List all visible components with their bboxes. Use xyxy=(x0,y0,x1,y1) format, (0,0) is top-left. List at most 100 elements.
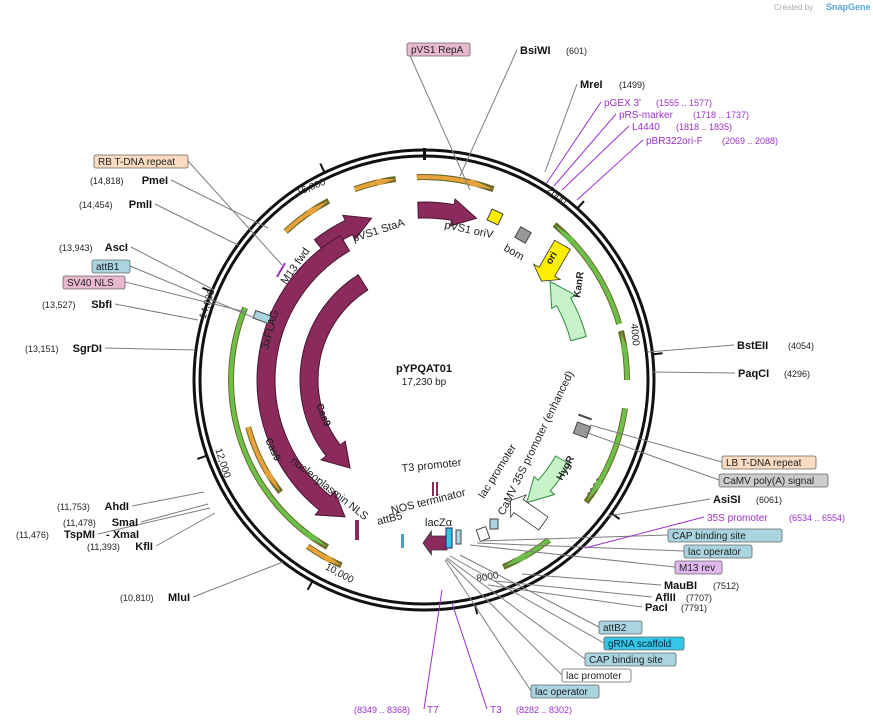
site-leader-line xyxy=(561,125,630,191)
flag-leader-line xyxy=(479,534,669,542)
site-name: PmeI xyxy=(142,175,168,187)
orf-arrow-orange xyxy=(416,174,494,190)
plasmid-name: pYPQAT01 xyxy=(396,363,452,375)
feature-bom xyxy=(514,226,532,244)
scale-tick-mark xyxy=(610,512,621,520)
site-leader-line xyxy=(607,498,711,517)
flag-box xyxy=(561,668,632,683)
site-name: pBR322ori-F xyxy=(646,136,703,147)
orf-arrow-green xyxy=(621,330,630,380)
site-name: T3 xyxy=(490,705,502,716)
site-leader-line xyxy=(451,602,488,710)
flag-leader-line xyxy=(584,431,720,481)
feature-label-nos-terminator: NOS terminator xyxy=(390,487,467,517)
feature-attb-marker xyxy=(455,529,462,545)
feature-pvs1-oriv-marker xyxy=(486,208,504,226)
flag-label: lac operator xyxy=(688,547,741,558)
site-bsiwi: BsiWI(601) xyxy=(459,45,587,177)
site-name: SmaI xyxy=(112,517,138,529)
site-pgex-3: pGEX 3'(1555 .. 1577) xyxy=(545,98,712,185)
flag-box xyxy=(93,154,189,169)
flag-box xyxy=(674,560,723,575)
site-smai: SmaI(11,478) xyxy=(63,503,209,529)
site-pmei: PmeI(14,818) xyxy=(90,175,269,229)
flag-grna-scaffold: gRNA scaffold xyxy=(449,555,685,651)
site-leader-line xyxy=(521,573,662,586)
site-mlui: MluI(10,810) xyxy=(120,561,284,604)
site-position: (4296) xyxy=(784,369,810,379)
site-asisi: AsiSI (6061) xyxy=(607,494,782,517)
site-leader-line xyxy=(114,303,199,321)
site-leader-line xyxy=(192,561,284,598)
site-name: PmlI xyxy=(129,199,152,211)
site-leader-line xyxy=(104,347,195,351)
flag-box xyxy=(584,652,677,667)
site-position: (601) xyxy=(566,46,587,56)
site-leader-line xyxy=(544,83,578,173)
site-leader-line xyxy=(647,344,735,353)
site-name: PacI xyxy=(645,602,668,614)
site-leader-line xyxy=(494,580,653,598)
site-paqci: PaqCI (4296) xyxy=(652,368,810,380)
site-name: BstEII xyxy=(737,340,768,352)
site-paci: PacI(7791) xyxy=(487,584,707,614)
site-position: (1499) xyxy=(619,80,645,90)
feature-attb1 xyxy=(252,309,272,325)
flag-lb-t-dna-repeat: LB T-DNA repeat xyxy=(589,424,817,470)
flag-leader-line xyxy=(124,281,247,313)
flag-label: CAP binding site xyxy=(589,655,663,666)
site-name: AsiSI xyxy=(713,494,741,506)
site-position: (1555 .. 1577) xyxy=(656,98,712,108)
site-pbr322ori-f: pBR322ori-F (2069 .. 2088) xyxy=(576,136,778,201)
flag-box xyxy=(603,636,685,651)
feature-label-t3-promoter: T3 promoter xyxy=(401,457,462,475)
orf-arrow-orange xyxy=(353,179,396,192)
flag-box xyxy=(406,42,471,57)
site-labels: BsiWI(601)MreI(1499)pGEX 3'(1555 .. 1577… xyxy=(16,45,845,716)
watermark-snapgene: SnapGene xyxy=(826,2,871,12)
site-position: (13,943) xyxy=(59,243,93,253)
site-leader-line xyxy=(130,246,215,291)
flag-label: LB T-DNA repeat xyxy=(726,458,802,469)
feature-cas9-inner xyxy=(299,274,369,469)
site-position: (7707) xyxy=(686,593,712,603)
orf-arrow-orange xyxy=(284,200,329,233)
flag-leader-line xyxy=(406,48,471,191)
flag-pvs1-repa: pVS1 RepA xyxy=(406,42,471,191)
site-leader-line xyxy=(545,101,602,185)
site-aflii: AflII(7707) xyxy=(494,580,712,604)
site-position: (1718 .. 1737) xyxy=(693,110,749,120)
flag-lac-operator: lac operator xyxy=(476,542,753,559)
flag-cap-binding-site: CAP binding site xyxy=(446,557,677,667)
site-sbfi: SbfI(13,527) xyxy=(42,299,199,321)
flag-label: attB2 xyxy=(603,623,627,634)
flag-leader-line xyxy=(476,542,685,552)
site-name: AscI xyxy=(105,242,128,254)
site-name: TspMI xyxy=(64,529,95,541)
feature-label-kanr: KanR xyxy=(572,270,587,298)
feature-t3-promoter xyxy=(432,482,434,496)
site-position: (4054) xyxy=(788,341,814,351)
site-35s-promoter: 35S promoter(6534 .. 6554) xyxy=(584,513,845,549)
site-position: (6061) xyxy=(756,495,782,505)
flag-label: RB T-DNA repeat xyxy=(98,157,175,168)
scale-tick-mark xyxy=(197,454,208,460)
site-tspmi: TspMI (11,476) xyxy=(16,507,211,541)
flag-cap-binding-site: CAP binding site xyxy=(479,528,783,543)
site-t3: T3(8282 .. 8302) xyxy=(451,602,572,716)
site-position: (11,476) xyxy=(16,530,49,540)
plasmid-center-label: pYPQAT01 17,230 bp xyxy=(396,363,452,388)
site-pmli: PmlI (14,454) xyxy=(79,199,239,246)
site-name: PaqCI xyxy=(738,368,769,380)
feature-pvs1-oriv xyxy=(417,198,478,227)
site-position: (14,454) xyxy=(79,200,113,210)
feature-label-lacz: lacZα xyxy=(425,517,453,529)
orf-arrow-green xyxy=(554,224,622,325)
flag-label: SV40 NLS xyxy=(67,278,114,289)
site-leader-line xyxy=(553,113,617,187)
site-leader-line xyxy=(154,203,239,246)
site-position: (2069 .. 2088) xyxy=(722,136,778,146)
site-position: (11,753) xyxy=(57,502,90,512)
feature-label-pvs1-oriv: pVS1 oriV xyxy=(443,219,495,241)
